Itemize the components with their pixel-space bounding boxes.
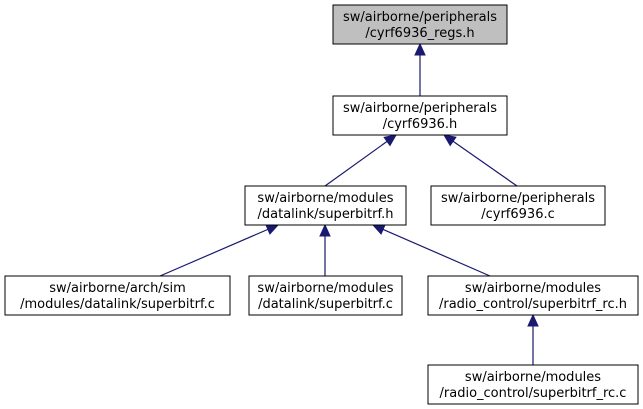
node-label-line: sw/airborne/peripherals	[441, 191, 595, 206]
node-file[interactable]: sw/airborne/peripherals/cyrf6936.h	[332, 95, 508, 136]
edge-n3-to-n1	[443, 134, 518, 187]
node-label-line: /datalink/superbitrf.c	[258, 297, 393, 312]
edge-n1-to-n0	[414, 42, 426, 96]
node-file[interactable]: sw/airborne/peripherals/cyrf6936.c	[430, 185, 606, 226]
node-label-line: sw/airborne/peripherals	[343, 101, 497, 116]
edge-arrowhead	[371, 224, 386, 235]
node-file[interactable]: sw/airborne/modules/datalink/superbitrf.…	[248, 275, 403, 316]
node-box	[430, 185, 606, 226]
node-label-line: /radio_control/superbitrf_rc.h	[439, 297, 627, 312]
edges-layer	[159, 42, 539, 365]
edge-line	[382, 228, 491, 277]
edge-arrowhead	[383, 134, 397, 147]
node-box	[4, 275, 231, 316]
edge-line	[324, 140, 388, 187]
node-file[interactable]: sw/airborne/arch/sim/modules/datalink/su…	[4, 275, 231, 316]
node-current-file: sw/airborne/peripherals/cyrf6936_regs.h	[332, 4, 508, 45]
edge-n2-to-n1	[324, 134, 397, 187]
nodes-layer: sw/airborne/peripherals/cyrf6936_regs.hs…	[4, 4, 639, 405]
node-box	[427, 275, 639, 316]
node-label-line: /cyrf6936_regs.h	[365, 26, 474, 41]
node-label-line: /radio_control/superbitrf_rc.c	[440, 386, 627, 401]
node-box	[248, 275, 403, 316]
edge-line	[159, 228, 269, 277]
edge-line	[452, 140, 518, 187]
node-label-line: /datalink/superbitrf.h	[258, 207, 394, 222]
node-label-line: sw/airborne/modules	[465, 281, 601, 296]
node-box	[427, 364, 639, 405]
edge-arrowhead	[319, 223, 331, 237]
node-label-line: /cyrf6936.h	[383, 117, 458, 132]
edge-arrowhead	[527, 313, 539, 327]
node-label-line: /modules/datalink/superbitrf.c	[20, 297, 215, 312]
edge-arrowhead	[265, 224, 280, 235]
node-file[interactable]: sw/airborne/modules/datalink/superbitrf.…	[244, 185, 407, 226]
node-label-line: sw/airborne/arch/sim	[49, 281, 186, 296]
edge-n7-to-n6	[527, 313, 539, 365]
node-label-line: /cyrf6936.c	[481, 207, 555, 222]
node-box	[332, 4, 508, 45]
node-file[interactable]: sw/airborne/modules/radio_control/superb…	[427, 364, 639, 405]
node-label-line: sw/airborne/modules	[257, 281, 393, 296]
node-box	[332, 95, 508, 136]
node-file[interactable]: sw/airborne/modules/radio_control/superb…	[427, 275, 639, 316]
edge-n4-to-n2	[159, 224, 280, 277]
edge-n6-to-n2	[371, 224, 491, 277]
node-label-line: sw/airborne/modules	[257, 191, 393, 206]
edge-arrowhead	[414, 42, 426, 56]
node-label-line: sw/airborne/peripherals	[343, 10, 497, 25]
edge-arrowhead	[443, 134, 457, 147]
edge-n5-to-n2	[319, 223, 331, 276]
node-label-line: sw/airborne/modules	[465, 370, 601, 385]
node-box	[244, 185, 407, 226]
